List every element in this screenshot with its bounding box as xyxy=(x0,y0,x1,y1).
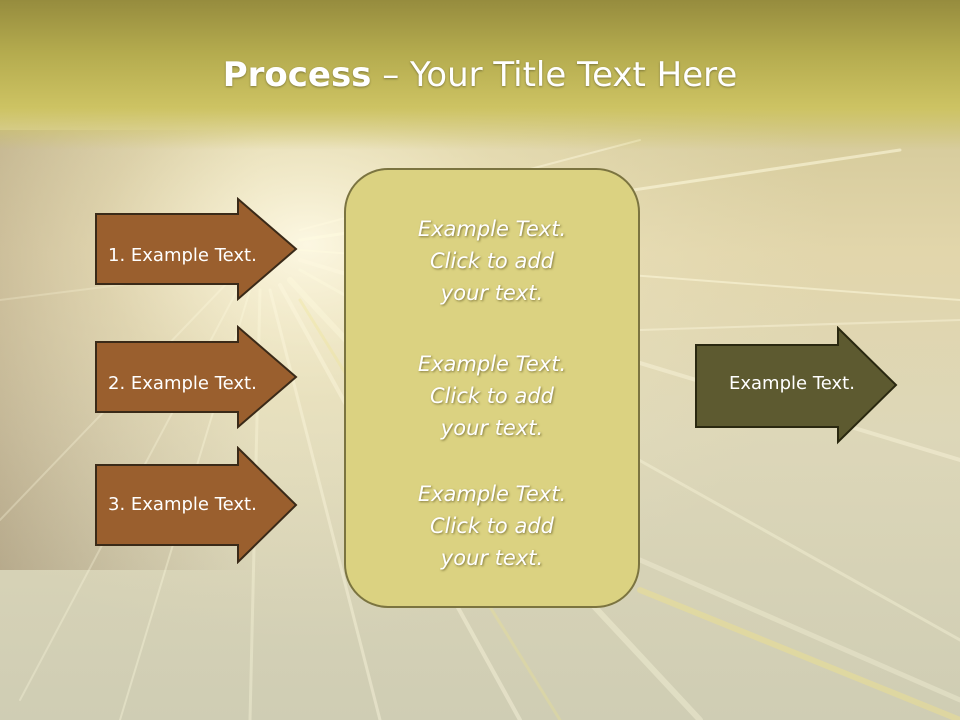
right-arrow-shape[interactable] xyxy=(694,326,900,446)
arrow-shape-3[interactable] xyxy=(94,446,300,564)
center-block-1: Example Text. Click to add your text. xyxy=(344,213,640,309)
title-bold-text: Process xyxy=(222,55,372,95)
center-block-2-line-2: Click to add xyxy=(429,384,554,408)
center-block-3: Example Text. Click to add your text. xyxy=(344,478,640,574)
arrow-shape-2[interactable] xyxy=(94,325,300,429)
center-block-1-line-3: your text. xyxy=(440,281,544,305)
slide-title[interactable]: Process – Your Title Text Here xyxy=(0,52,960,98)
center-block-1-line-2: Click to add xyxy=(429,249,554,273)
center-block-2: Example Text. Click to add your text. xyxy=(344,348,640,444)
title-rest-text: – Your Title Text Here xyxy=(371,55,738,95)
arrow-label-2: 2. Example Text. xyxy=(108,373,257,394)
center-block-1-line-1: Example Text. xyxy=(417,217,567,241)
center-block-3-line-3: your text. xyxy=(440,546,544,570)
center-block-3-line-2: Click to add xyxy=(429,514,554,538)
center-block-3-line-1: Example Text. xyxy=(417,482,567,506)
right-arrow-label: Example Text. xyxy=(729,373,855,394)
arrow-label-1: 1. Example Text. xyxy=(108,245,257,266)
arrow-label-3: 3. Example Text. xyxy=(108,494,257,515)
center-block-2-line-1: Example Text. xyxy=(417,352,567,376)
arrow-shape-1[interactable] xyxy=(94,197,300,301)
center-text-box[interactable] xyxy=(344,168,640,608)
center-block-2-line-3: your text. xyxy=(440,416,544,440)
title-band xyxy=(0,0,960,150)
